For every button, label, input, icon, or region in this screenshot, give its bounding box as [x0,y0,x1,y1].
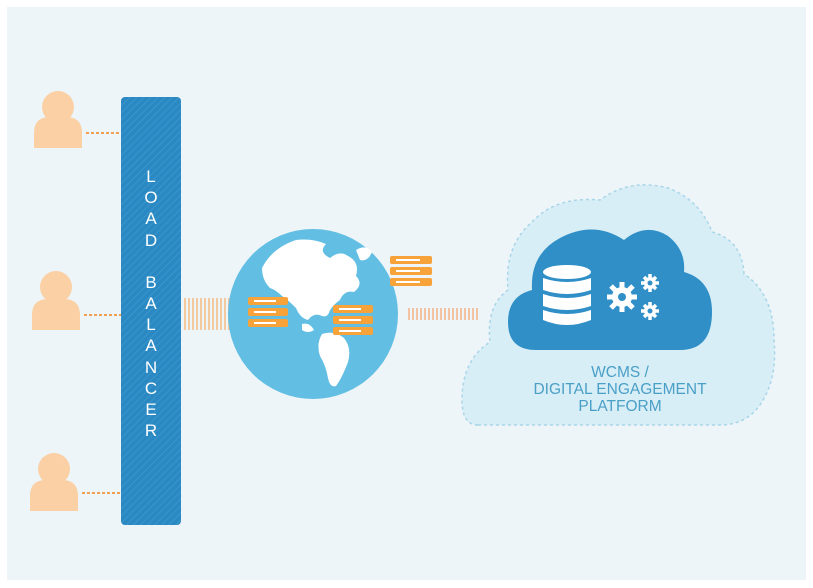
server-icon [248,297,288,327]
user-icon [30,453,78,511]
cloud-label-line-3: PLATFORM [578,398,662,415]
server-icon [333,305,373,335]
globe-icon [228,229,398,399]
cloud-label-line-1: WCMS / [591,364,649,381]
load-balancer-label-line-1: L O A D [144,167,160,250]
user-icon [32,271,80,330]
server-icon [390,256,432,286]
load-balancer-label: L O A D B A L A N C E R [124,166,180,441]
database-icon [543,265,591,325]
user-connector [82,132,121,494]
user-icon [34,91,82,148]
label-spacer [124,251,180,272]
gears-icon [607,274,659,320]
cloud-label-line-2: DIGITAL ENGAGEMENT [533,381,707,398]
globe-cloud-link [408,308,478,320]
load-balancer-bar [121,97,181,525]
load-balancer-label-line-2: B A L A N C E R [144,272,160,441]
cloud-label: WCMS / DIGITAL ENGAGEMENT PLATFORM [490,364,750,415]
